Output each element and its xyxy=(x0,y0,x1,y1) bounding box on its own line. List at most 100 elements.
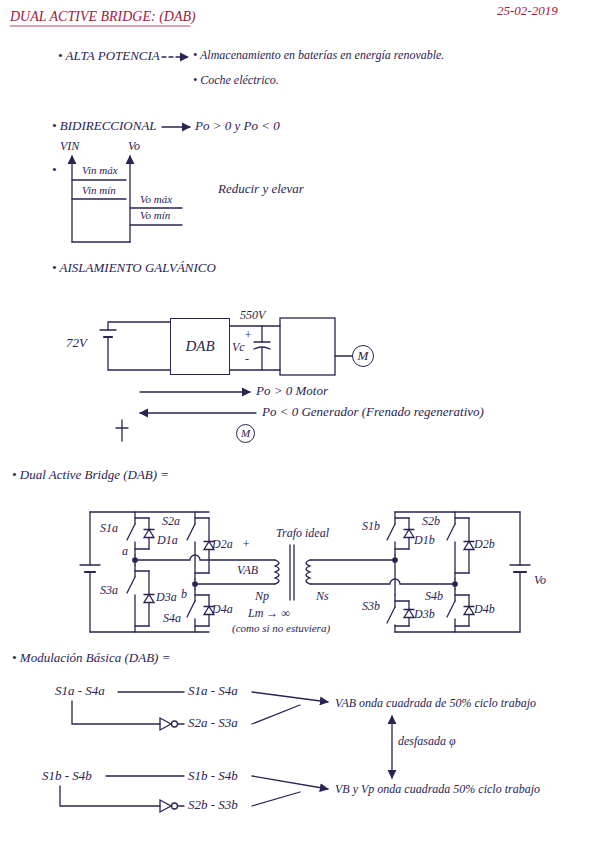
wire xyxy=(187,524,195,540)
wire xyxy=(144,594,154,595)
note-text: b xyxy=(181,588,187,601)
diode-symbol xyxy=(404,530,414,538)
note-text: S2a xyxy=(162,515,180,528)
wire xyxy=(395,548,409,549)
wire xyxy=(187,601,195,617)
note-text: Vin mín xyxy=(82,184,116,196)
wire xyxy=(447,524,455,540)
wire xyxy=(464,541,474,542)
note-text: 25-02-2019 xyxy=(497,4,558,18)
wire xyxy=(455,594,469,595)
note-text: D4a xyxy=(212,603,233,616)
note-text: Lm → ∞ xyxy=(248,607,290,620)
wire xyxy=(127,524,135,540)
node-label: M xyxy=(241,427,250,439)
note-text: Vo xyxy=(534,574,546,587)
wire xyxy=(395,517,409,518)
note-text: S4a xyxy=(163,612,181,625)
note-text: • Modulación Básica (DAB) = xyxy=(12,651,170,665)
note-text: Po > 0 y Po < 0 xyxy=(195,119,280,133)
note-text: VAB onda cuadrada de 50% ciclo trabajo xyxy=(335,697,536,710)
wire xyxy=(387,607,395,623)
diode-symbol xyxy=(144,530,154,538)
wire xyxy=(447,601,455,617)
wire xyxy=(455,572,469,573)
wire xyxy=(135,517,149,518)
note-text: • Almacenamiento en baterías en energía … xyxy=(193,49,444,62)
wire xyxy=(195,572,209,573)
note-text: D2a xyxy=(212,538,233,551)
note-text: Po > 0 Motor xyxy=(256,384,328,398)
wire xyxy=(455,625,469,626)
wire xyxy=(404,609,414,610)
note-text: Vc xyxy=(232,341,245,354)
wire xyxy=(395,600,409,601)
note-text: D1a xyxy=(157,534,178,547)
page-title: DUAL ACTIVE BRIDGE: (DAB) xyxy=(10,9,196,24)
note-text: S3b xyxy=(362,600,380,613)
note-text: D2b xyxy=(474,538,495,551)
wire xyxy=(135,570,149,571)
note-text: D3b xyxy=(414,608,435,621)
note-text: a xyxy=(122,545,128,558)
wire xyxy=(464,606,474,607)
note-text: Trafo ideal xyxy=(276,527,329,540)
note-text: S2b xyxy=(422,515,440,528)
note-text: Ns xyxy=(316,590,329,603)
note-text: S1b - S4b xyxy=(188,769,238,783)
node-label: M xyxy=(358,349,369,363)
note-text: D1b xyxy=(414,534,435,547)
note-text: VAB xyxy=(237,564,258,577)
note-text: S3a xyxy=(100,584,118,597)
note-text: Np xyxy=(255,590,269,603)
note-text: Vo xyxy=(128,140,140,153)
motor-circle: M xyxy=(236,424,255,443)
diode-symbol xyxy=(464,607,474,615)
node-label: DAB xyxy=(185,338,214,355)
wire xyxy=(195,594,209,595)
note-text: • xyxy=(52,163,57,177)
note-text: + xyxy=(244,329,252,342)
converter-box: DAB xyxy=(170,318,230,375)
note-text: desfasada φ xyxy=(398,735,456,748)
note-text: - xyxy=(245,353,249,366)
wire xyxy=(404,529,414,530)
wire xyxy=(195,625,209,626)
note-text: S1a - S4a xyxy=(55,684,105,698)
note-text: Po < 0 Generador (Frenado regenerativo) xyxy=(262,405,484,419)
wire xyxy=(144,529,154,530)
note-text: 550V xyxy=(240,309,265,322)
note-text: D3a xyxy=(156,591,177,604)
wire xyxy=(387,524,395,540)
note-text: + xyxy=(242,538,250,551)
note-text: VIN xyxy=(60,140,79,153)
note-text: Vin máx xyxy=(82,164,118,176)
wire xyxy=(395,625,409,626)
wire xyxy=(135,548,149,549)
diode-symbol xyxy=(144,595,154,603)
note-text: (como si no estuviera) xyxy=(232,622,330,634)
motor-circle: M xyxy=(352,345,374,367)
note-text: S1b xyxy=(362,520,380,533)
wire xyxy=(127,577,135,593)
diode-symbol xyxy=(464,542,474,550)
note-text: VB y Vp onda cuadrada 50% ciclo trabajo xyxy=(335,783,540,796)
note-text: • AISLAMIENTO GALVÁNICO xyxy=(52,261,216,275)
note-text: Vo máx xyxy=(140,193,172,205)
note-text: • BIDIRECCIONAL xyxy=(52,119,157,133)
diode-symbol xyxy=(404,610,414,618)
wire xyxy=(135,625,149,626)
note-text: Vo mín xyxy=(140,209,170,221)
note-text: S1a - S4a xyxy=(188,684,238,698)
note-text: Reducir y elevar xyxy=(218,182,304,196)
note-text: • Coche eléctrico. xyxy=(193,74,279,87)
note-text: S1a xyxy=(100,522,118,535)
note-text: S2a - S3a xyxy=(188,716,238,730)
note-text: • ALTA POTENCIA xyxy=(58,49,160,63)
note-text: D4b xyxy=(474,603,495,616)
wire xyxy=(455,517,469,518)
note-text: S2b - S3b xyxy=(188,798,238,812)
note-text: S4b xyxy=(425,590,443,603)
note-text: S1b - S4b xyxy=(42,769,92,783)
